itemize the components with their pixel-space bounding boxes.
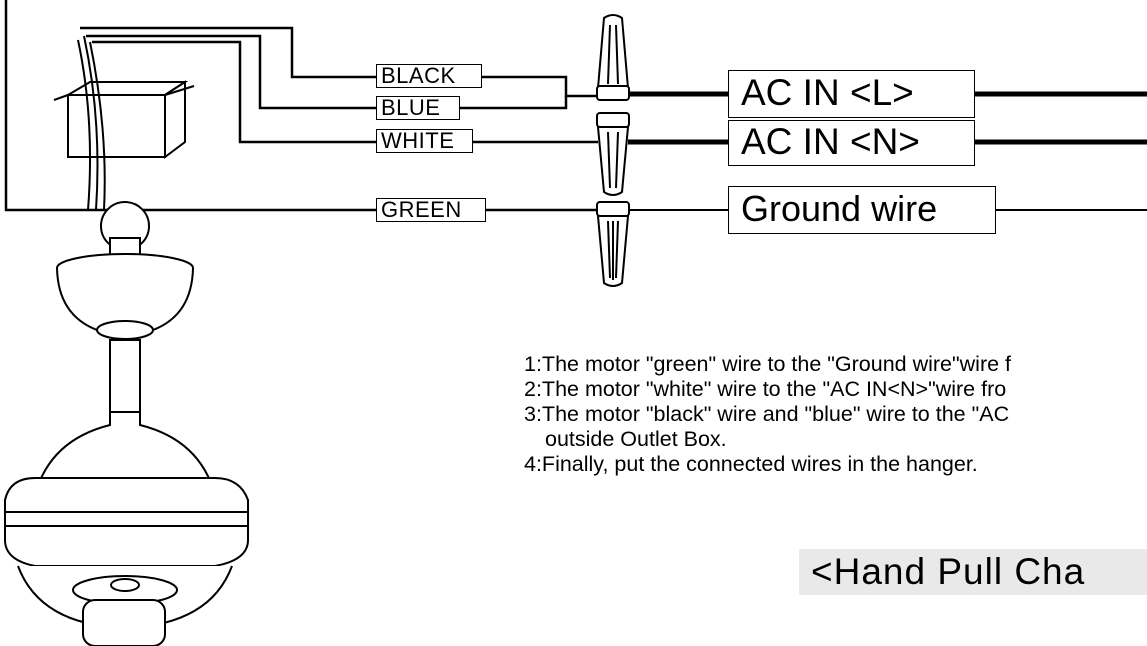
ac-in-l-label: AC IN <L> bbox=[728, 70, 975, 118]
instruction-step-1: 1:The motor "green" wire to the "Ground … bbox=[524, 352, 1012, 376]
wire-nut-icon bbox=[596, 112, 630, 196]
ceiling-fan-icon bbox=[4, 201, 249, 646]
section-title: <Hand Pull Cha bbox=[799, 549, 1147, 595]
outlet-box-icon bbox=[53, 35, 195, 211]
blue-wire bbox=[86, 34, 378, 110]
instructions: 1:The motor "green" wire to the "Ground … bbox=[524, 352, 1147, 477]
instruction-step-4: 4:Finally, put the connected wires in th… bbox=[524, 452, 978, 476]
supply-wires bbox=[628, 91, 1147, 211]
black-wire bbox=[80, 26, 378, 79]
white-wire-label: WHITE bbox=[376, 129, 473, 153]
black-wire-label: BLACK bbox=[376, 64, 482, 88]
ground-wire-label: Ground wire bbox=[728, 186, 996, 234]
motor-wires bbox=[80, 26, 598, 212]
ceiling-outline bbox=[4, 0, 100, 212]
white-wire bbox=[92, 40, 378, 144]
wire-nut-icon bbox=[596, 14, 630, 101]
ac-in-n-label: AC IN <N> bbox=[728, 120, 975, 166]
instruction-step-3: 3:The motor "black" wire and "blue" wire… bbox=[524, 402, 1010, 426]
instruction-step-2: 2:The motor "white" wire to the "AC IN<N… bbox=[524, 377, 1007, 401]
wire-nut-icon bbox=[596, 201, 630, 287]
instruction-step-3-continued: outside Outlet Box. bbox=[545, 427, 727, 451]
green-wire-label: GREEN bbox=[376, 198, 486, 222]
blue-wire-label: BLUE bbox=[376, 96, 460, 120]
